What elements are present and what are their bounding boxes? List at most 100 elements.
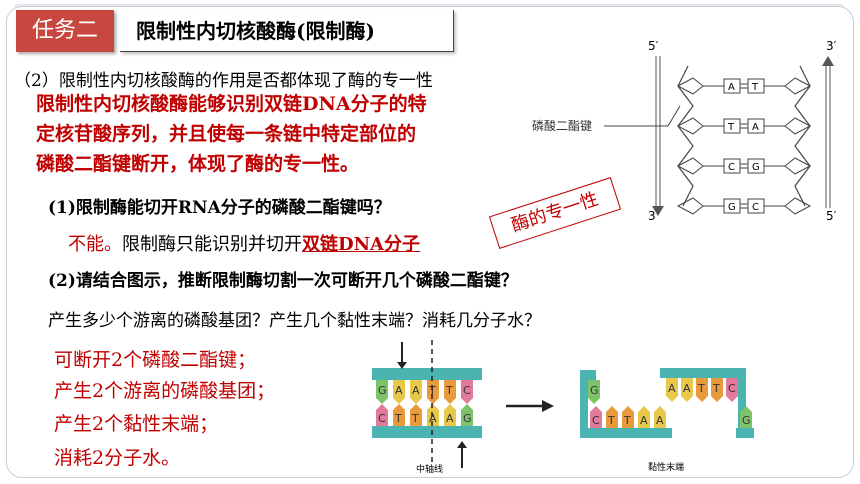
- top-base: [410, 380, 422, 404]
- base-box-left: [723, 158, 741, 174]
- answer2-line-3: 产生2个黏性末端；: [54, 413, 219, 435]
- base-box-right: [747, 78, 765, 94]
- right-arrow-head: [822, 56, 834, 66]
- top-base-letter: T: [428, 384, 436, 397]
- right-backbone: [794, 65, 811, 207]
- base-letter-right: A: [752, 122, 759, 133]
- frag2-top-letter: C: [728, 382, 736, 395]
- bottom-base-letter: G: [463, 412, 472, 425]
- top-base-letter: C: [463, 384, 471, 397]
- question-2: （2）限制性内切核酸酶的作用是否都体现了酶的专一性: [14, 71, 433, 91]
- frag2-top-letter: T: [697, 382, 705, 395]
- top-base: [461, 380, 473, 404]
- answer2-line-4: 消耗2分子水。: [54, 447, 181, 469]
- left-top-strand: [372, 368, 482, 380]
- cut-arrow-bottom-head: [457, 441, 467, 448]
- top-base-letter: T: [445, 384, 453, 397]
- label-5-top-left: 5′: [648, 39, 659, 53]
- left-backbone: [677, 65, 694, 207]
- base-letter-left: A: [728, 82, 735, 93]
- answer-highlight: 双链DNA分子: [302, 234, 421, 255]
- top-base: [376, 380, 388, 404]
- frag2-top-letter: A: [668, 382, 676, 395]
- base-box-left: [723, 78, 741, 94]
- frag-bottom-letter: T: [623, 414, 631, 427]
- base-box-right: [747, 198, 765, 214]
- bottom-base-letter: A: [446, 412, 454, 425]
- bottom-base: [376, 404, 388, 426]
- frag-bottom-letter: A: [656, 414, 664, 427]
- left-bottom-strand: [372, 426, 482, 438]
- base-letter-left: G: [728, 202, 736, 213]
- top-base: [393, 380, 405, 404]
- answer2-line-1: 可断开2个磷酸二酯键；: [54, 349, 257, 371]
- right-sugar: [784, 197, 812, 215]
- frag-bottom-letter: C: [592, 414, 600, 427]
- frag2-top-base: [666, 378, 678, 402]
- bottom-base: [393, 404, 405, 426]
- base-letter-right: G: [752, 162, 760, 173]
- answer2-line-2: 产生2个游离的磷酸基团；: [54, 380, 276, 402]
- label-3-top-right: 3′: [826, 39, 837, 53]
- bottom-base: [427, 404, 439, 426]
- frag2-top-base: [711, 378, 723, 402]
- frag-left-bottom-strand: [580, 428, 672, 438]
- frag2-top-letter: T: [712, 382, 720, 395]
- bottom-base-letter: A: [429, 412, 437, 425]
- bottom-base: [410, 404, 422, 426]
- frag-right-bottom-strand: [736, 428, 754, 438]
- sub-answer-1: 不能。限制酶只能识别并切开双链DNA分子: [68, 230, 420, 256]
- base-letter-right: C: [752, 202, 759, 213]
- page-title: 限制性内切核酸酶(限制酶): [120, 10, 454, 52]
- sticky-end-label: 黏性末端: [648, 461, 684, 473]
- top-base-letter: G: [378, 384, 387, 397]
- bottom-base: [461, 404, 473, 426]
- frag-left-stem: [580, 370, 588, 430]
- frag-right-top-strand: [660, 368, 744, 378]
- cut-arrow-top-head: [397, 362, 407, 369]
- bond-pointer-line-2: [667, 105, 681, 127]
- frag-bottom-base: [622, 406, 634, 428]
- answer-reason: 限制酶只能识别并切开: [122, 234, 302, 255]
- top-base: [444, 380, 456, 404]
- frag-right-stem: [738, 368, 746, 438]
- answer-no: 不能。: [68, 234, 122, 255]
- bottom-base-letter: T: [394, 412, 402, 425]
- frag-bottom-base: [606, 406, 618, 428]
- bottom-base-letter: C: [378, 412, 386, 425]
- frag2-bottom-base: [740, 406, 752, 428]
- frag-bottom-letter: A: [640, 414, 648, 427]
- left-panel-bg: [358, 336, 480, 474]
- label-5-bottom-right: 5′: [826, 209, 837, 223]
- frag2-bottom-letter: G: [742, 414, 751, 427]
- task-label: 任务二: [16, 10, 114, 52]
- frag2-top-letter: A: [683, 382, 691, 395]
- sub-question-2-line-1: (2)请结合图示，推断限制酶切割一次可断开几个磷酸二酯键？: [48, 271, 518, 291]
- process-arrow-head: [542, 400, 554, 412]
- sub-question-1: (1)限制酶能切开RNA分子的磷酸二酯键吗？: [48, 198, 391, 218]
- base-letter-right: T: [751, 82, 759, 93]
- frag2-top-base: [681, 378, 693, 402]
- answer-line-3: 磷酸二酯键断开，体现了酶的专一性。: [36, 153, 360, 175]
- frag-top-base: [588, 380, 600, 404]
- frag-bottom-base: [638, 406, 650, 428]
- left-sugar: [676, 197, 704, 215]
- base-box-left: [723, 118, 741, 134]
- sub-question-2-line-2: 产生多少个游离的磷酸基团？产生几个黏性末端？消耗几分子水？: [48, 311, 541, 331]
- answer-line-1: 限制性内切核酸酶能够识别双链DNA分子的特: [36, 93, 427, 115]
- base-box-right: [747, 158, 765, 174]
- top-base: [427, 380, 439, 404]
- base-letter-left: C: [728, 162, 735, 173]
- answer-line-2: 定核苷酸序列，并且使每一条链中特定部位的: [36, 123, 417, 145]
- frag-bottom-base: [590, 406, 602, 428]
- bottom-base-letter: T: [411, 412, 419, 425]
- frag2-top-base: [696, 378, 708, 402]
- left-arrow-head: [652, 206, 664, 216]
- axis-label: 中轴线: [416, 463, 443, 474]
- frag2-top-base: [726, 378, 738, 402]
- phosphodiester-bond-label: 磷酸二酯键: [532, 118, 592, 133]
